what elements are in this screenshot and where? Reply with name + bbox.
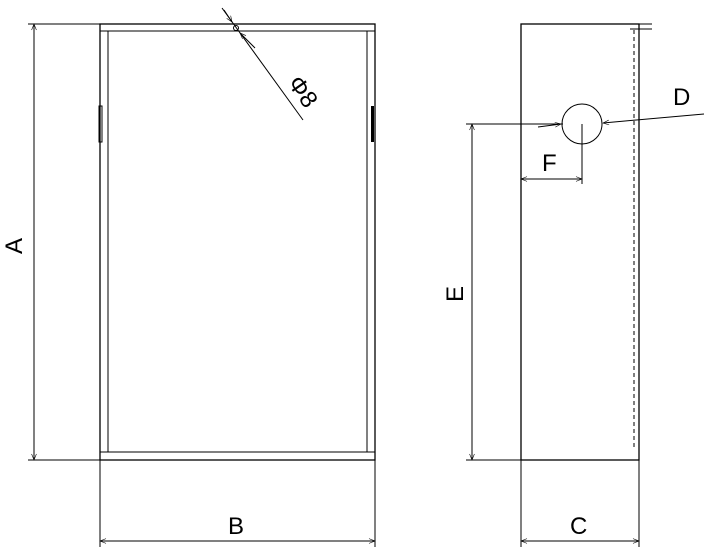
right-handle [371, 106, 374, 142]
dim-d-leader [602, 113, 705, 126]
dim-a-label: A [1, 238, 28, 254]
phi8-arrow-2 [239, 32, 256, 49]
dim-f-label: F [542, 150, 557, 177]
dim-e-hole-arrow [537, 122, 562, 128]
dim-b-label: B [228, 513, 244, 540]
front-outer-frame [99, 23, 376, 461]
phi8-label: Φ8 [282, 71, 323, 113]
side-outer-frame [520, 23, 640, 461]
dim-c-label: C [570, 513, 587, 540]
phi8-leader-line [221, 7, 304, 121]
front-view: Φ8 A B [1, 7, 376, 547]
dim-e-label: E [442, 286, 469, 302]
dim-d-label: D [673, 84, 690, 111]
side-view: D E F C [442, 23, 705, 547]
front-door-panel [107, 30, 368, 453]
left-hinge [98, 105, 103, 143]
phi8-arrow-1 [223, 9, 233, 23]
mounting-hole-small [233, 25, 239, 31]
